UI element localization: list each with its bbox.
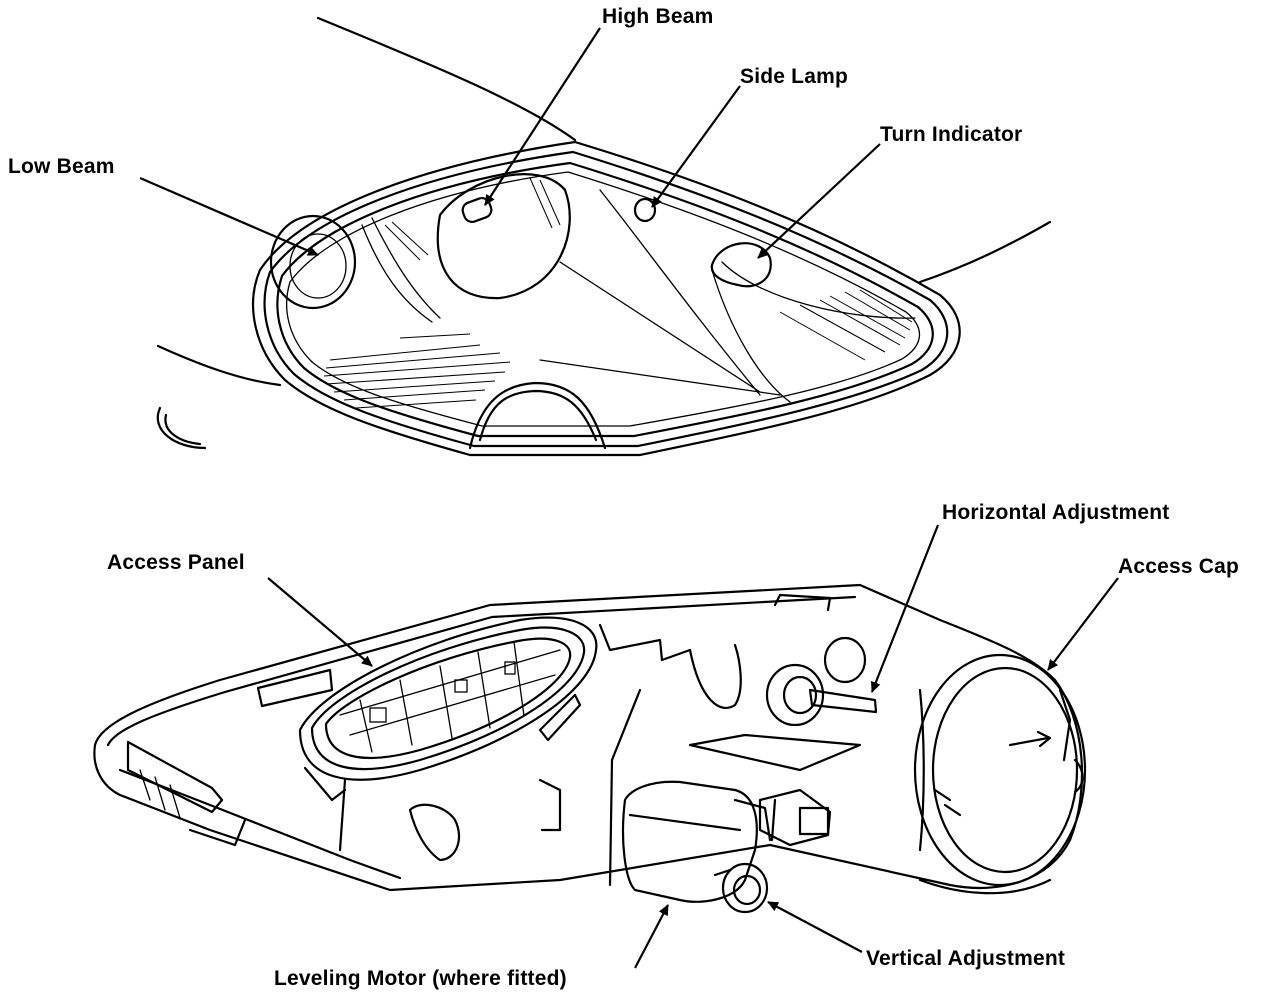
low-beam-label: Low Beam — [8, 155, 115, 178]
headlamp-rear-view — [93, 583, 1087, 914]
access-panel-label: Access Panel — [107, 551, 245, 574]
high-beam-leader — [484, 27, 601, 206]
access-cap-label: Access Cap — [1118, 555, 1240, 578]
high-beam-label: High Beam — [602, 5, 714, 28]
access-panel-leader — [267, 577, 373, 667]
leveling-motor-leader — [634, 904, 669, 969]
leader-lines — [139, 27, 1119, 969]
turn-indicator-leader — [757, 143, 881, 259]
leveling-motor-label: Leveling Motor (where fitted) — [274, 967, 567, 990]
horizontal-adjustment-label: Horizontal Adjustment — [942, 501, 1170, 524]
side-lamp-label: Side Lamp — [740, 65, 848, 88]
side-lamp-leader — [651, 85, 741, 208]
low-beam-leader — [139, 176, 319, 257]
turn-indicator-label: Turn Indicator — [880, 123, 1023, 146]
vertical-adjustment-label: Vertical Adjustment — [866, 947, 1066, 970]
vertical-adjustment-leader — [767, 901, 863, 953]
headlamp-front-view — [156, 16, 1052, 457]
horizontal-adjustment-leader — [870, 524, 940, 693]
access-cap-leader — [1047, 577, 1119, 671]
